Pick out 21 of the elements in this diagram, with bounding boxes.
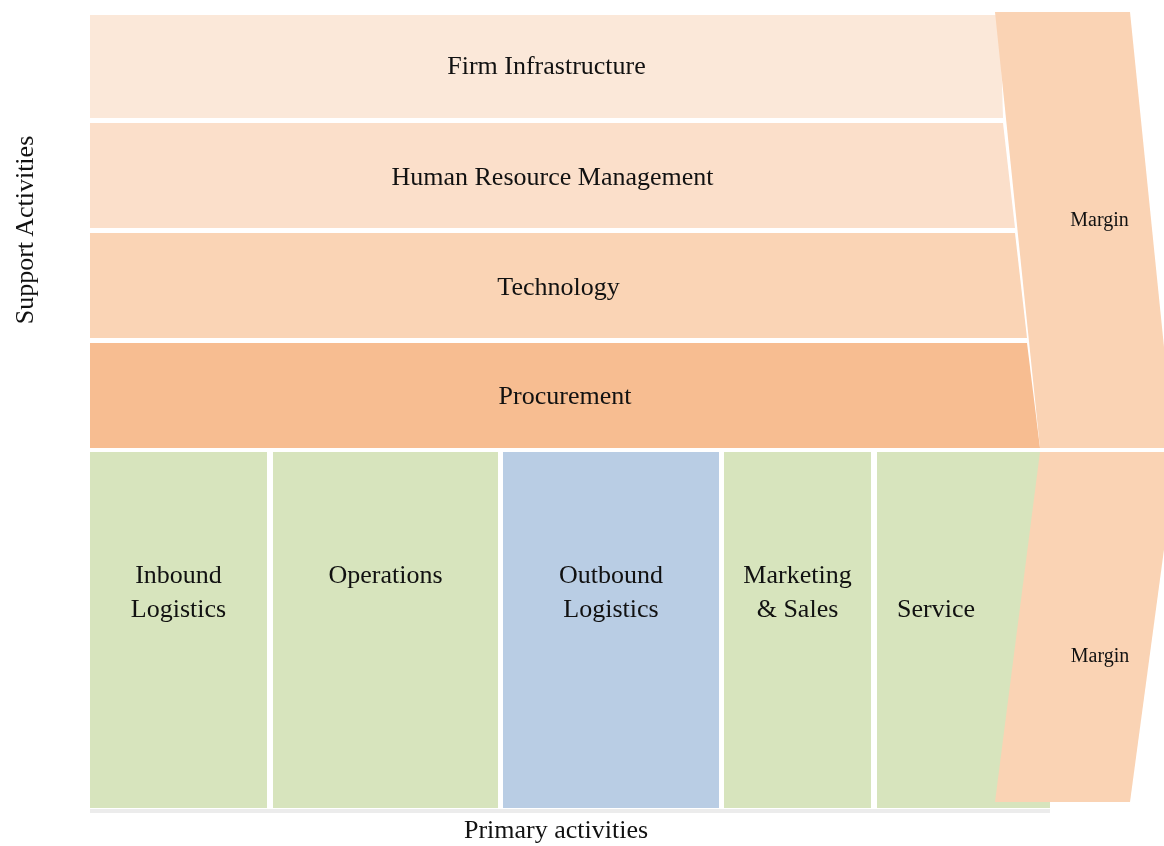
activity-label: Service <box>897 593 975 625</box>
activity-column <box>273 452 498 808</box>
axis-title: Support Activities <box>10 134 40 327</box>
activity-column <box>90 452 267 808</box>
activity-label: Operations <box>328 559 443 591</box>
activity-label: Firm Infrastructure <box>447 50 646 82</box>
support-band <box>90 343 1040 448</box>
activity-label: Technology <box>497 271 620 303</box>
activity-label: Margin <box>1070 207 1129 233</box>
activity-label: Procurement <box>498 380 632 412</box>
activity-label: Human Resource Management <box>391 161 714 193</box>
activity-column <box>503 452 719 808</box>
activity-label: Margin <box>1070 643 1130 669</box>
activity-label: Outbound Logistics <box>558 559 664 625</box>
support-band <box>90 15 1003 118</box>
axis-title: Primary activities <box>464 815 649 845</box>
support-band <box>90 123 1015 228</box>
activity-label: Marketing & Sales <box>742 559 853 625</box>
activity-label: Inbound Logistics <box>129 559 228 625</box>
activity-column <box>724 452 871 808</box>
support-band <box>90 233 1027 338</box>
